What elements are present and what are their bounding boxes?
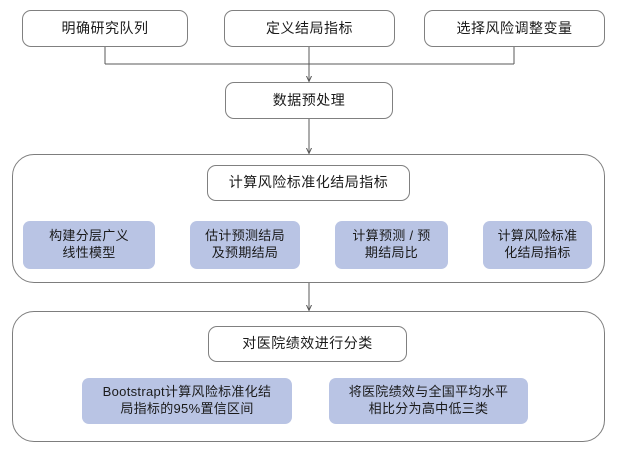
step-chip-compute-rs-outcome[interactable]: 计算风险标准 化结局指标 xyxy=(483,221,592,269)
step-chip-classify-vs-national-average[interactable]: 将医院绩效与全国平均水平 相比分为高中低三类 xyxy=(329,378,528,424)
input-box-outcome-metric-label: 定义结局指标 xyxy=(266,19,353,36)
step-chip-classify-vs-national-average-text: 将医院绩效与全国平均水平 相比分为高中低三类 xyxy=(349,384,509,418)
input-box-study-cohort[interactable]: 明确研究队列 xyxy=(22,10,188,47)
step-chip-estimate-predicted-expected-text: 估计预测结局 及预期结局 xyxy=(205,228,285,262)
input-box-risk-adjust-variables-label: 选择风险调整变量 xyxy=(456,19,573,36)
step-chip-compute-pe-ratio-line1: 计算预测 / 预 xyxy=(352,228,431,244)
step-chip-build-hglm[interactable]: 构建分层广义 线性模型 xyxy=(23,221,155,269)
step-chip-compute-pe-ratio[interactable]: 计算预测 / 预 期结局比 xyxy=(335,221,448,269)
step-chip-estimate-predicted-expected-line1: 估计预测结局 xyxy=(205,228,285,244)
step-chip-build-hglm-line2: 线性模型 xyxy=(62,245,116,260)
step-chip-build-hglm-text: 构建分层广义 线性模型 xyxy=(49,228,129,262)
group2-header-box[interactable]: 对医院绩效进行分类 xyxy=(208,326,407,362)
step-chip-classify-vs-national-average-line2: 相比分为高中低三类 xyxy=(368,401,489,416)
group1-header-box[interactable]: 计算风险标准化结局指标 xyxy=(207,165,410,201)
step-chip-compute-pe-ratio-text: 计算预测 / 预 期结局比 xyxy=(352,228,430,262)
step-chip-compute-rs-outcome-text: 计算风险标准 化结局指标 xyxy=(498,228,578,262)
step-chip-bootstrap-confidence-interval-line2: 局指标的95%置信区间 xyxy=(120,401,254,416)
step-chip-classify-vs-national-average-line1: 将医院绩效与全国平均水平 xyxy=(348,384,509,400)
step-chip-estimate-predicted-expected-line2: 及预期结局 xyxy=(211,245,279,260)
input-box-risk-adjust-variables[interactable]: 选择风险调整变量 xyxy=(424,10,605,47)
step-chip-bootstrap-confidence-interval[interactable]: Bootstrapt计算风险标准化结 局指标的95%置信区间 xyxy=(82,378,292,424)
step-chip-compute-pe-ratio-line2: 期结局比 xyxy=(364,245,419,260)
group2-header-label: 对医院绩效进行分类 xyxy=(242,335,373,352)
input-box-study-cohort-label: 明确研究队列 xyxy=(61,19,149,36)
step-chip-estimate-predicted-expected[interactable]: 估计预测结局 及预期结局 xyxy=(190,221,300,269)
step-chip-build-hglm-line1: 构建分层广义 xyxy=(49,228,129,244)
step-chip-compute-rs-outcome-line1: 计算风险标准 xyxy=(497,228,578,244)
group1-header-label: 计算风险标准化结局指标 xyxy=(228,174,389,191)
step-chip-bootstrap-confidence-interval-text: Bootstrapt计算风险标准化结 局指标的95%置信区间 xyxy=(103,384,272,418)
process-box-data-preprocessing-label: 数据预处理 xyxy=(272,91,346,108)
step-chip-compute-rs-outcome-line2: 化结局指标 xyxy=(504,245,571,260)
input-box-outcome-metric[interactable]: 定义结局指标 xyxy=(224,10,395,47)
step-chip-bootstrap-confidence-interval-line1: Bootstrapt计算风险标准化结 xyxy=(102,384,272,400)
process-box-data-preprocessing[interactable]: 数据预处理 xyxy=(225,82,393,119)
